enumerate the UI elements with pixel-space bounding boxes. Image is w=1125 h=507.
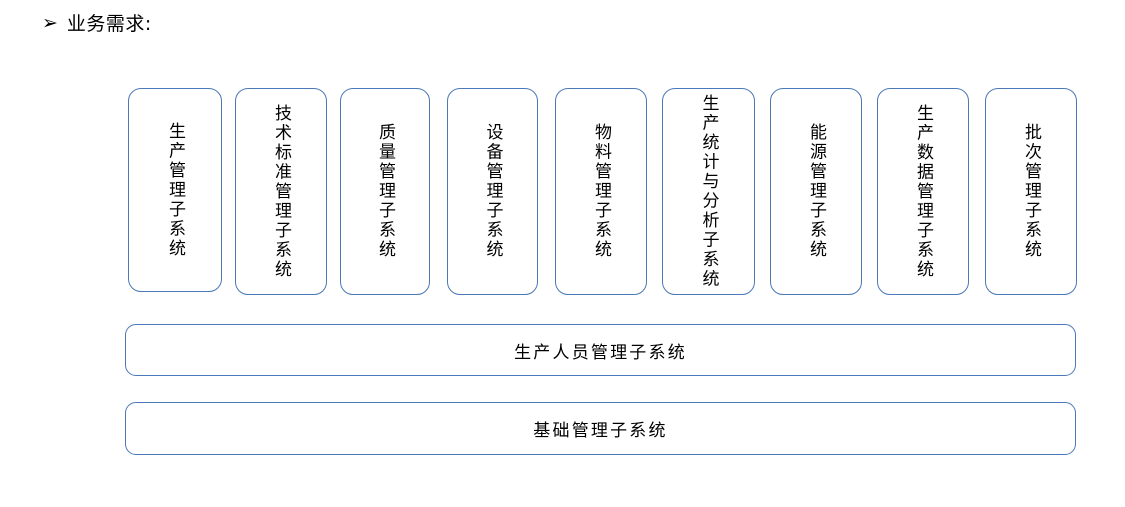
subsystem-bar-basic-management[interactable]: 基础管理子系统 xyxy=(125,402,1076,455)
subsystem-box-technical-standard-management[interactable]: 技术标准管理子系统 xyxy=(235,88,327,295)
subsystem-label: 生产数据管理子系统 xyxy=(913,103,934,280)
subsystem-box-quality-management[interactable]: 质量管理子系统 xyxy=(340,88,430,295)
subsystem-label: 能源管理子系统 xyxy=(806,123,827,260)
subsystem-box-equipment-management[interactable]: 设备管理子系统 xyxy=(447,88,538,295)
section-heading: ➢ 业务需求: xyxy=(42,11,152,35)
subsystem-box-energy-management[interactable]: 能源管理子系统 xyxy=(770,88,862,295)
subsystem-box-production-management[interactable]: 生产管理子系统 xyxy=(128,88,222,292)
subsystem-box-production-data-management[interactable]: 生产数据管理子系统 xyxy=(877,88,969,295)
subsystem-label: 质量管理子系统 xyxy=(375,123,396,260)
subsystem-label: 基础管理子系统 xyxy=(533,421,668,441)
subsystem-label: 技术标准管理子系统 xyxy=(271,103,292,280)
subsystem-label: 物料管理子系统 xyxy=(591,123,612,260)
subsystem-label: 批次管理子系统 xyxy=(1021,123,1042,260)
subsystem-label: 生产人员管理子系统 xyxy=(514,342,687,363)
subsystem-box-material-management[interactable]: 物料管理子系统 xyxy=(555,88,647,295)
subsystem-bar-production-personnel-management[interactable]: 生产人员管理子系统 xyxy=(125,324,1076,376)
subsystem-label: 生产管理子系统 xyxy=(165,121,186,259)
subsystem-box-production-statistics-analysis[interactable]: 生产统计与分析子系统 xyxy=(662,88,755,295)
page-title: 业务需求: xyxy=(66,13,152,35)
subsystem-label: 生产统计与分析子系统 xyxy=(698,94,719,289)
subsystem-label: 设备管理子系统 xyxy=(482,123,503,260)
arrow-bullet-icon: ➢ xyxy=(42,11,58,34)
subsystem-box-batch-management[interactable]: 批次管理子系统 xyxy=(985,88,1077,295)
